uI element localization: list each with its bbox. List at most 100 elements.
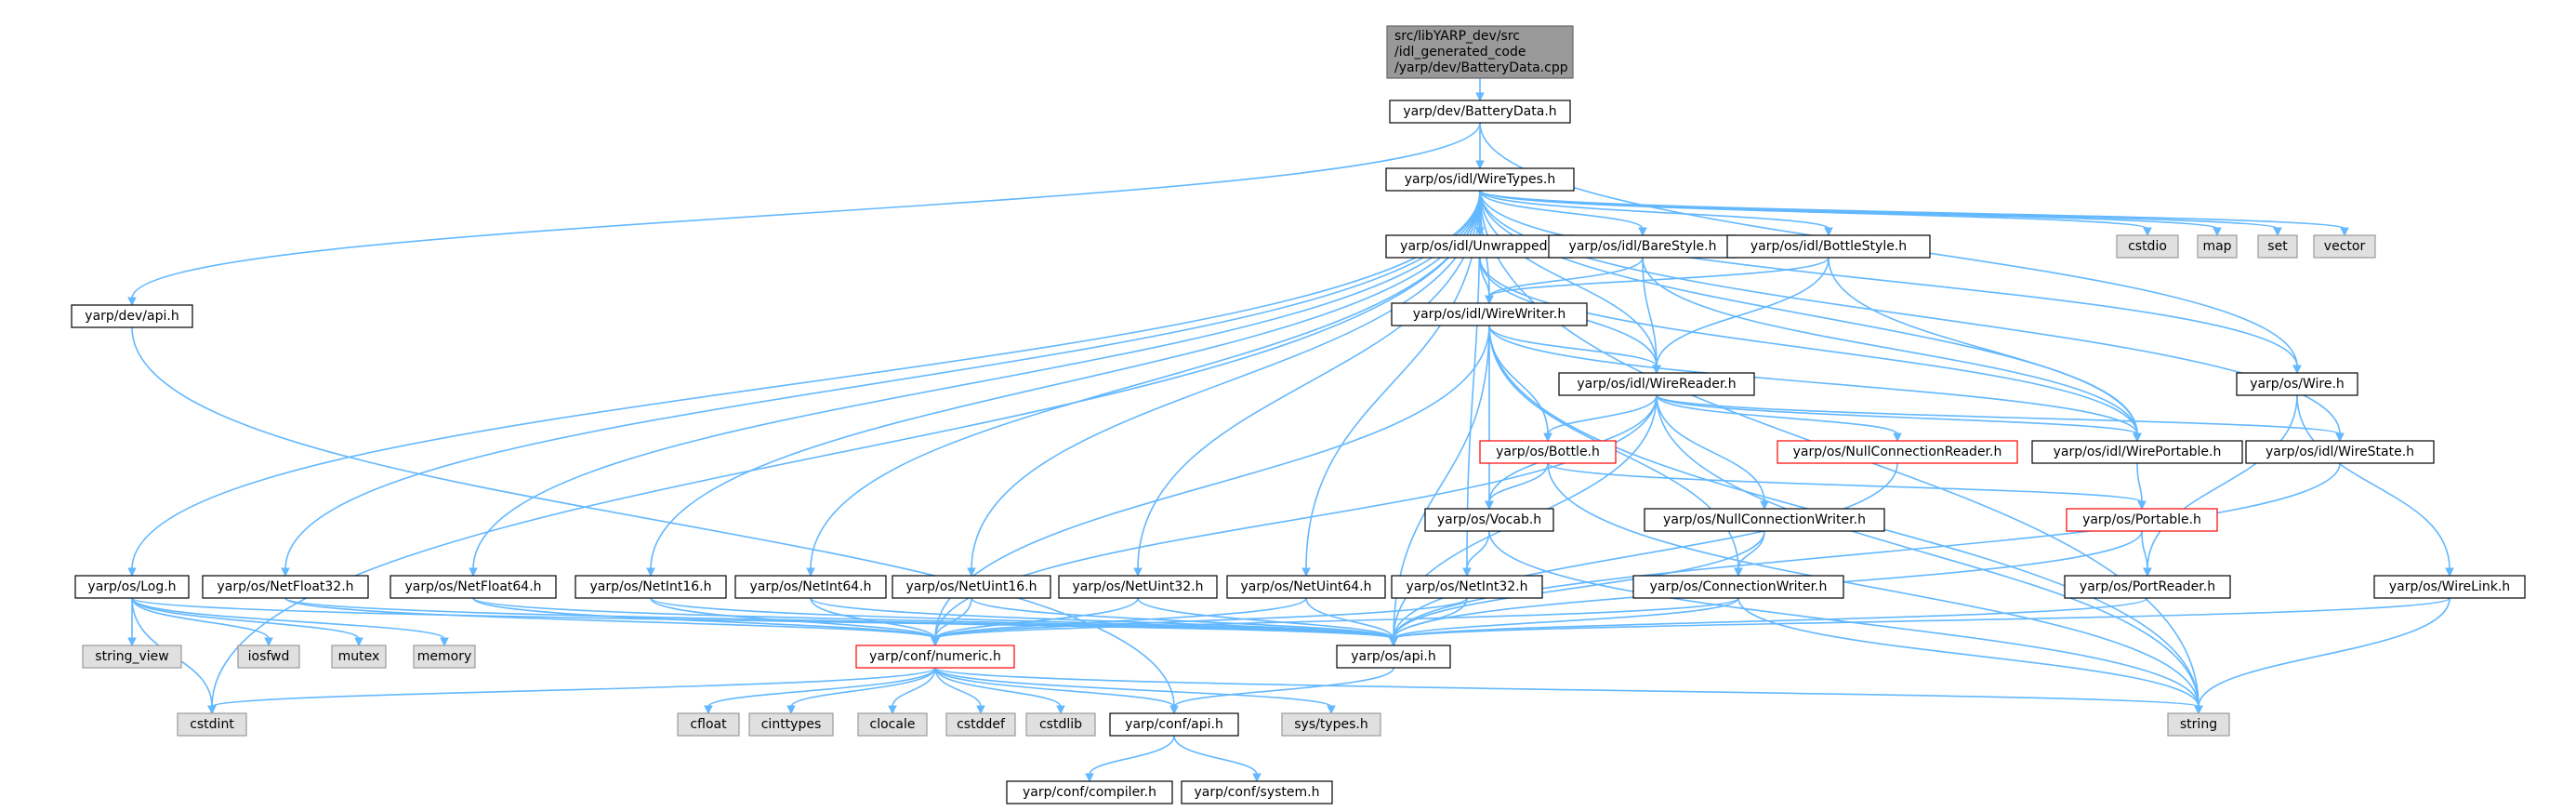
node-compiler-h[interactable]: yarp/conf/compiler.h [1006,780,1173,804]
node-bottle-h[interactable]: yarp/os/Bottle.h [1479,440,1617,464]
node-wiretypes-h[interactable]: yarp/os/idl/WireTypes.h [1385,167,1575,192]
node-numeric-h[interactable]: yarp/conf/numeric.h [855,645,1015,669]
node-box [2245,440,2435,464]
node-label: yarp/os/api.h [1351,649,1435,664]
node-vector[interactable]: vector [2313,234,2376,259]
edge-netuint64-h-to-numeric-h [934,597,1307,640]
edge-numeric-h-to-cstdint [211,667,936,708]
edge-arrowhead [1462,567,1472,578]
edge-wiretypes-h-to-netint16-h [650,190,1481,570]
edge-arrowhead [2213,227,2222,237]
edge-bottle-h-to-string [1547,462,2200,708]
node-label: cstdint [190,717,234,732]
node-box [1479,440,1617,464]
node-box [945,712,1016,737]
node-log-h[interactable]: yarp/os/Log.h [74,575,190,599]
node-netuint16-h[interactable]: yarp/os/NetUint16.h [892,575,1051,599]
edge-netint16-h-to-numeric-h [650,597,936,640]
node-bottlestyle-h[interactable]: yarp/os/idl/BottleStyle.h [1726,234,1931,259]
node-box [855,645,1015,669]
node-box [857,712,928,737]
node-netfloat32-h[interactable]: yarp/os/NetFloat32.h [202,575,369,599]
node-root[interactable]: src/libYARP_dev/src/idl_generated_code/y… [1386,25,1574,79]
edge-arrowhead [264,637,273,647]
node-cstdio[interactable]: cstdio [2116,234,2179,259]
edge-netfloat64-h-to-numeric-h [472,597,936,640]
node-wireportable-h[interactable]: yarp/os/idl/WirePortable.h [2031,440,2243,464]
edge-wirestate-h-to-os-api-h [1393,462,2341,640]
edge-netint32-h-to-os-api-h [1393,597,1468,640]
edge-wiretypes-h-to-netfloat64-h [472,190,1481,570]
edge-netuint32-h-to-numeric-h [934,597,1139,640]
node-clocale[interactable]: clocale [857,712,928,737]
node-dev-api-h[interactable]: yarp/dev/api.h [71,304,193,328]
node-box [71,304,193,328]
node-label: clocale [870,717,916,732]
node-cstdint[interactable]: cstdint [177,712,247,737]
node-unwrapped-h[interactable]: yarp/os/idl/Unwrapped.h [1385,234,1575,259]
node-nullconnwriter-h[interactable]: yarp/os/NullConnectionWriter.h [1644,508,1885,532]
node-string-view[interactable]: string_view [82,645,182,669]
node-barestyle-h[interactable]: yarp/os/idl/BareStyle.h [1548,234,1737,259]
node-wirewriter-h[interactable]: yarp/os/idl/WireWriter.h [1391,302,1588,326]
edge-wiretypes-h-to-netint64-h [810,190,1481,570]
node-conf-api-h[interactable]: yarp/conf/api.h [1109,712,1239,737]
node-netfloat64-h[interactable]: yarp/os/NetFloat64.h [390,575,557,599]
node-box [2257,234,2298,259]
node-system-h[interactable]: yarp/conf/system.h [1181,780,1333,804]
node-box [2373,575,2526,599]
edge-wiretypes-h-to-cstdint [211,190,1481,708]
node-portable-h[interactable]: yarp/os/Portable.h [2066,508,2218,532]
node-connwriter-h[interactable]: yarp/os/ConnectionWriter.h [1632,575,1844,599]
node-label: cfloat [690,717,727,732]
edge-vocab-h-to-netint32-h [1466,530,1490,570]
node-box [2116,234,2179,259]
edge-barestyle-h-to-wirereader-h [1642,257,1658,367]
node-map[interactable]: map [2197,234,2238,259]
edge-arrowhead [704,705,713,715]
edge-arrowhead [1824,227,1833,237]
edge-netint64-h-to-numeric-h [810,597,936,640]
node-label: string_view [95,649,168,664]
node-box [2031,440,2243,464]
node-cfloat[interactable]: cfloat [677,712,740,737]
node-netuint64-h[interactable]: yarp/os/NetUint64.h [1226,575,1386,599]
edge-arrowhead [806,567,815,578]
node-set[interactable]: set [2257,234,2298,259]
edge-arrowhead [127,637,137,647]
edge-arrowhead [207,705,217,715]
node-os-api-h[interactable]: yarp/os/api.h [1336,645,1451,669]
node-memory[interactable]: memory [413,645,476,669]
edge-arrowhead [2445,567,2454,578]
node-cinttypes[interactable]: cinttypes [748,712,834,737]
node-cstddef[interactable]: cstddef [945,712,1016,737]
node-systypes-h[interactable]: sys/types.h [1281,712,1381,737]
node-wire-h[interactable]: yarp/os/Wire.h [2236,372,2358,396]
edge-arrowhead [1475,92,1485,102]
node-label: yarp/os/Portable.h [2082,512,2201,527]
node-wirelink-h[interactable]: yarp/os/WireLink.h [2373,575,2526,599]
node-netint64-h[interactable]: yarp/os/NetInt64.h [734,575,887,599]
node-cstdlib[interactable]: cstdlib [1025,712,1096,737]
node-mutex[interactable]: mutex [331,645,387,669]
node-box [390,575,557,599]
node-wirestate-h[interactable]: yarp/os/idl/WireState.h [2245,440,2435,464]
node-portreader-h[interactable]: yarp/os/PortReader.h [2064,575,2231,599]
node-netuint32-h[interactable]: yarp/os/NetUint32.h [1058,575,1218,599]
edge-arrowhead [931,637,940,647]
node-box [1058,575,1218,599]
node-iosfwd[interactable]: iosfwd [237,645,300,669]
node-wirereader-h[interactable]: yarp/os/idl/WireReader.h [1558,372,1755,396]
node-label: sys/types.h [1294,717,1367,732]
node-string[interactable]: string [2167,712,2230,737]
node-label: yarp/os/idl/WireTypes.h [1405,172,1555,187]
node-netint32-h[interactable]: yarp/os/NetInt32.h [1391,575,1543,599]
node-label: yarp/os/NetUint32.h [1072,579,1203,594]
edge-arrowhead [127,297,137,307]
edge-conf-api-h-to-system-h [1173,735,1258,776]
node-nullconnreader-h[interactable]: yarp/os/NullConnectionReader.h [1777,440,2018,464]
node-batterydata-h[interactable]: yarp/dev/BatteryData.h [1389,100,1571,124]
edge-arrowhead [1638,227,1647,237]
node-netint16-h[interactable]: yarp/os/NetInt16.h [575,575,727,599]
node-vocab-h[interactable]: yarp/os/Vocab.h [1424,508,1554,532]
